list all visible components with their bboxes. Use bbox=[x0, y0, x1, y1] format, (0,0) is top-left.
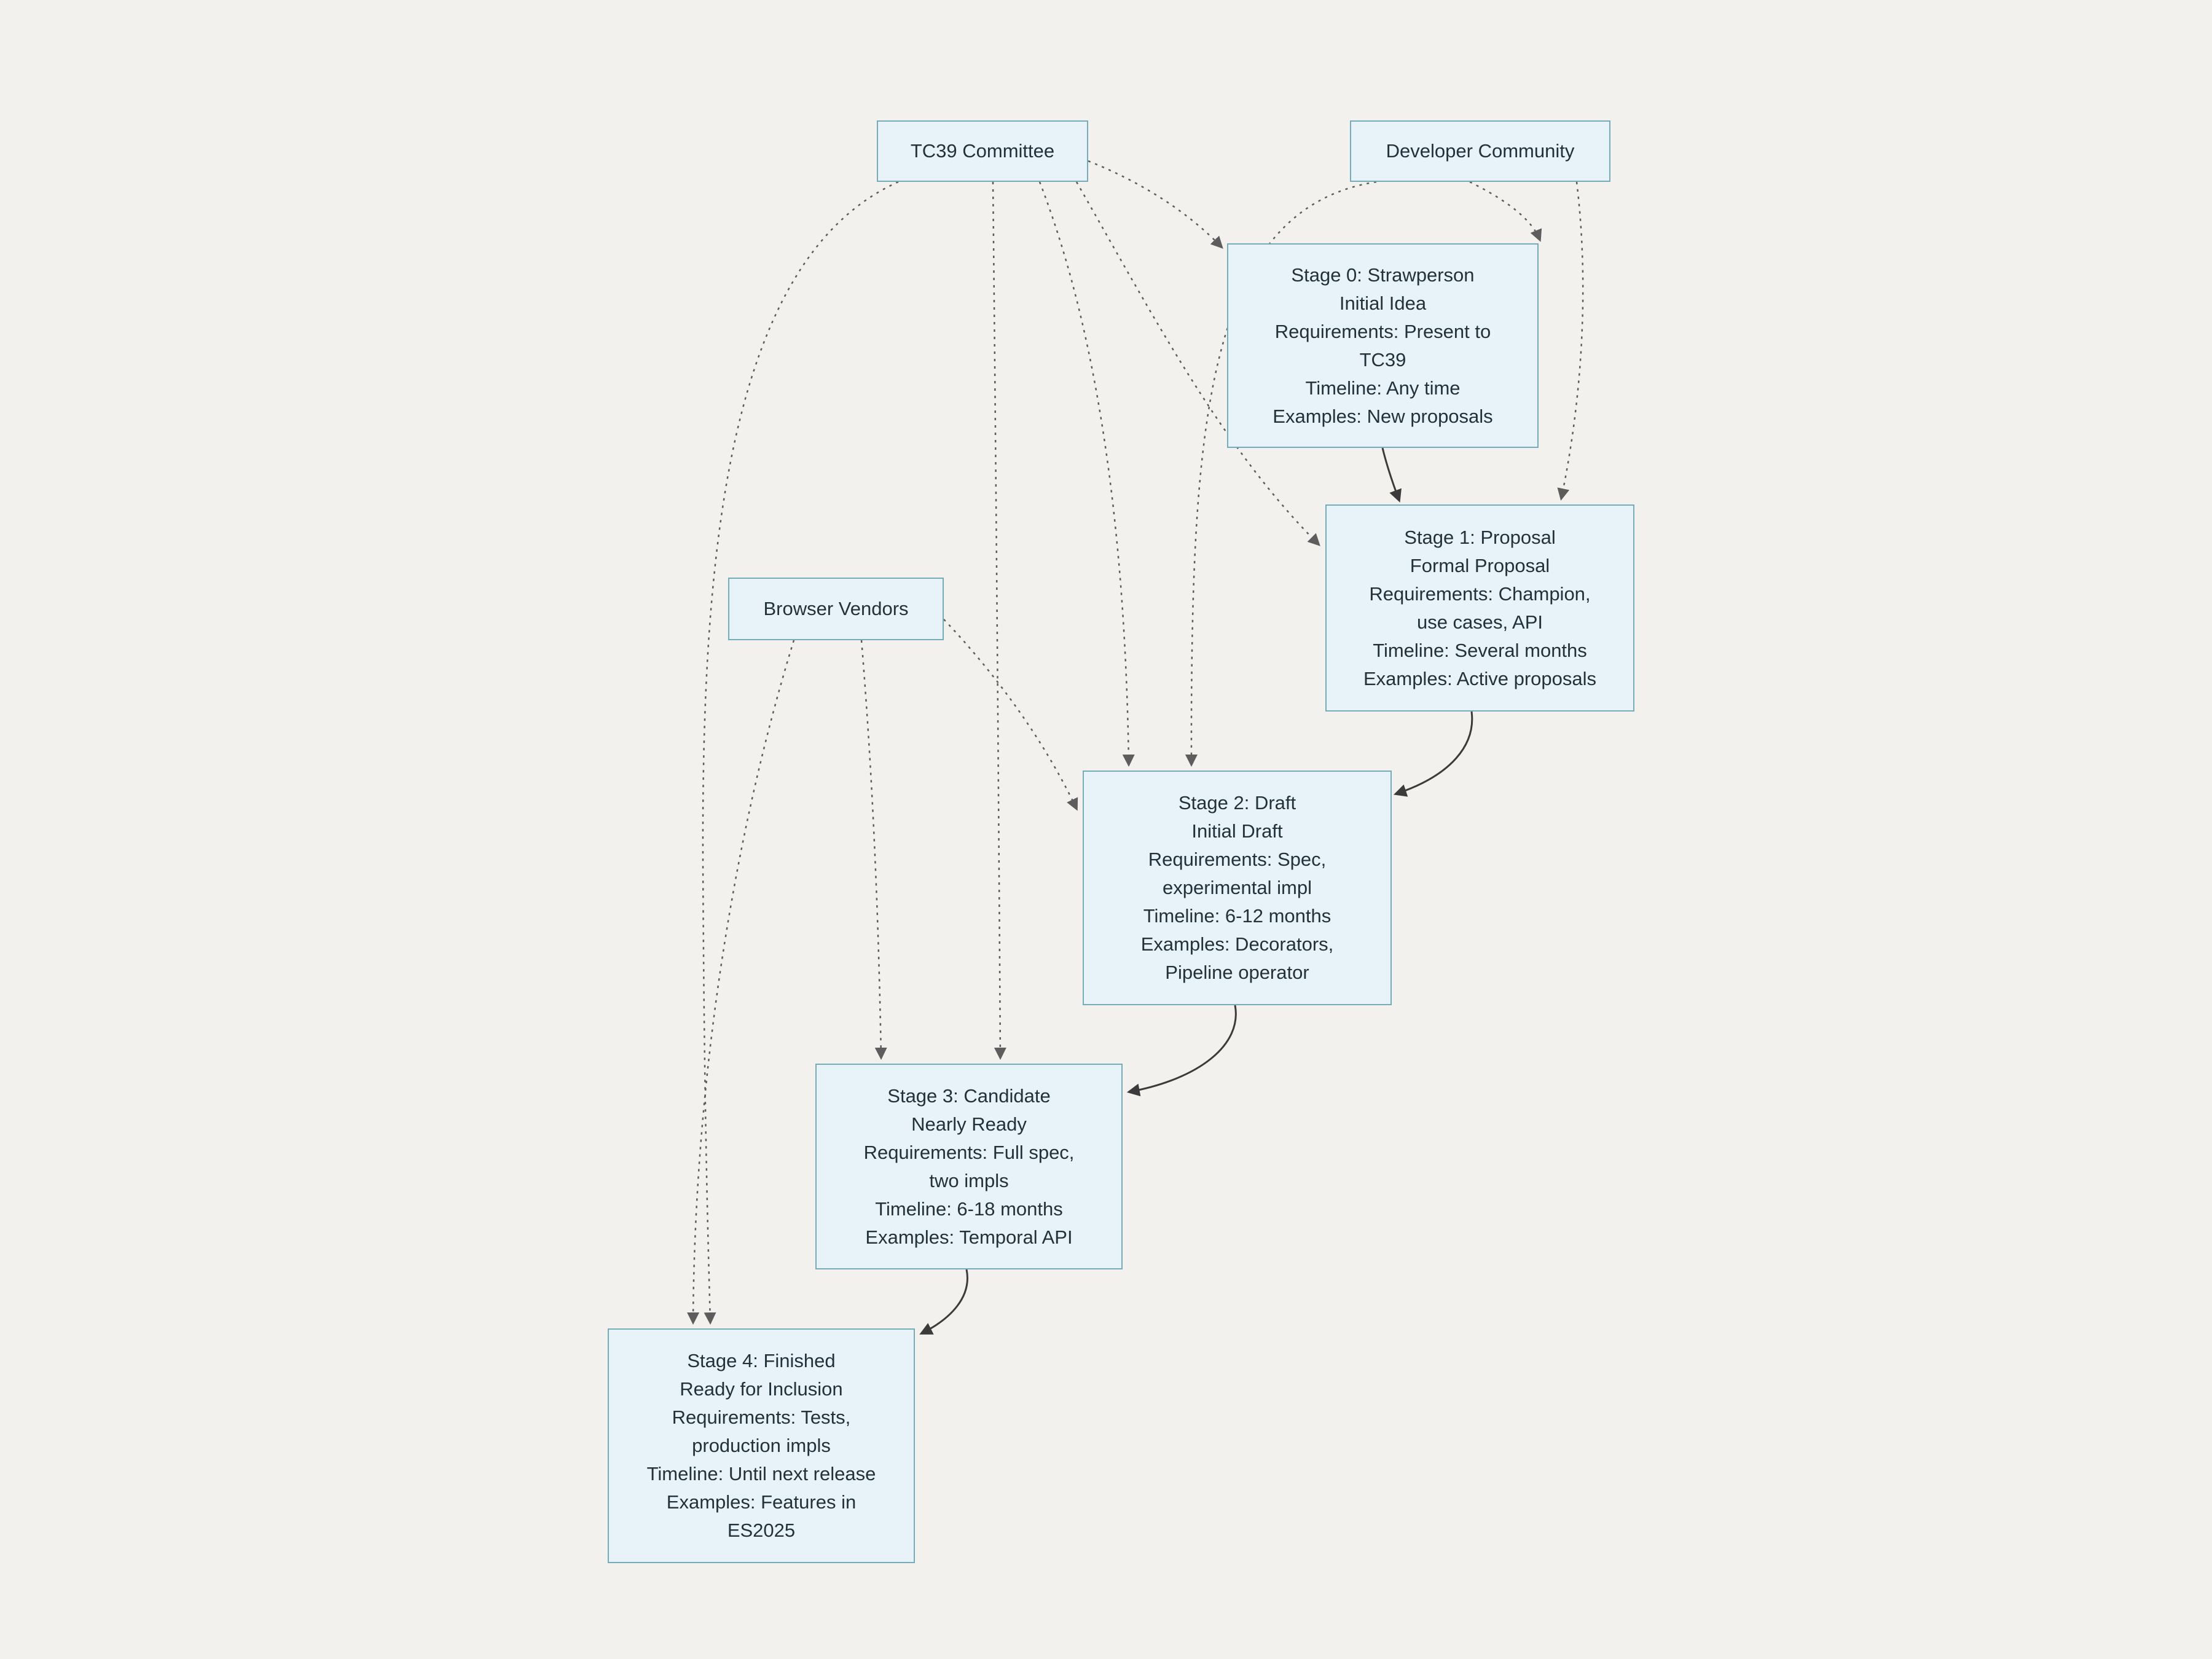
edge-browser-vendors-stage3 bbox=[860, 640, 887, 1060]
node-tc39-committee: TC39 Committee bbox=[877, 120, 1088, 182]
edge-stage1-stage2 bbox=[1394, 711, 1473, 797]
node-browser-vendors-label: Browser Vendors bbox=[763, 598, 909, 619]
edge-tc39-stage2 bbox=[1038, 181, 1135, 767]
node-stage0-strawperson-label: Stage 0: Strawperson Initial Idea Requir… bbox=[1273, 264, 1493, 427]
node-browser-vendors: Browser Vendors bbox=[728, 578, 944, 640]
edge-stage3-stage4 bbox=[919, 1269, 968, 1335]
edge-browser-vendors-stage2 bbox=[943, 619, 1078, 811]
node-developer-community-label: Developer Community bbox=[1386, 140, 1575, 162]
node-stage1-proposal: Stage 1: Proposal Formal Proposal Requir… bbox=[1325, 504, 1634, 712]
edge-dev-community-stage1 bbox=[1557, 181, 1584, 501]
node-stage3-candidate: Stage 3: Candidate Nearly Ready Requirem… bbox=[815, 1064, 1123, 1269]
node-stage2-draft-label: Stage 2: Draft Initial Draft Requirement… bbox=[1140, 792, 1334, 983]
edge-stage2-stage3 bbox=[1126, 1005, 1237, 1097]
edge-dev-community-stage0 bbox=[1469, 181, 1542, 242]
node-stage2-draft: Stage 2: Draft Initial Draft Requirement… bbox=[1083, 771, 1392, 1005]
edge-dev-community-stage2 bbox=[1185, 181, 1377, 767]
edge-stage0-stage1 bbox=[1381, 447, 1402, 503]
edge-tc39-stage3 bbox=[992, 181, 1006, 1060]
node-stage3-candidate-label: Stage 3: Candidate Nearly Ready Requirem… bbox=[863, 1084, 1075, 1248]
node-tc39-committee-label: TC39 Committee bbox=[910, 140, 1055, 162]
node-stage4-finished: Stage 4: Finished Ready for Inclusion Re… bbox=[608, 1328, 915, 1563]
edge-tc39-stage1 bbox=[1075, 181, 1320, 546]
node-stage4-finished-label: Stage 4: Finished Ready for Inclusion Re… bbox=[646, 1350, 876, 1541]
node-developer-community: Developer Community bbox=[1350, 120, 1610, 182]
edge-tc39-stage0 bbox=[1088, 160, 1223, 249]
node-stage0-strawperson: Stage 0: Strawperson Initial Idea Requir… bbox=[1227, 243, 1539, 448]
node-stage1-proposal-label: Stage 1: Proposal Formal Proposal Requir… bbox=[1363, 526, 1597, 689]
